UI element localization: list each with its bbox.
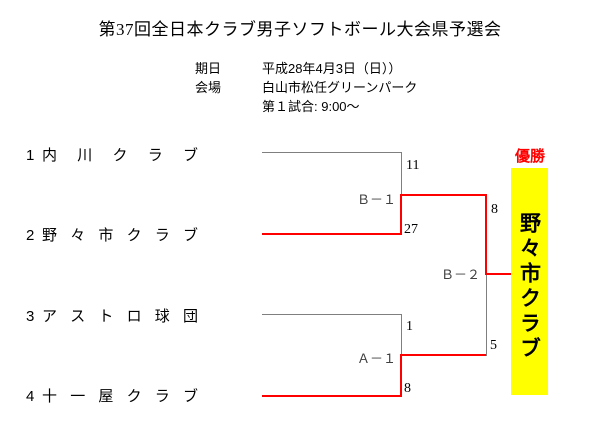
match-a1-winner-line [402, 354, 487, 356]
final-connector-bottom [486, 275, 487, 356]
team-name: 野々市クラブ [42, 227, 198, 244]
team-row: 4 十一屋クラブ [26, 388, 198, 405]
seed-number: 4 [26, 388, 35, 405]
match-b1-winner-line [402, 194, 487, 196]
champion-name: 野々市クラブ [517, 211, 542, 362]
team-row: 2 野々市クラブ [26, 227, 198, 244]
seed-number: 1 [26, 147, 35, 164]
score-final-bottom: 5 [490, 338, 497, 353]
match-a1-connector-top [401, 314, 402, 356]
seed-number: 3 [26, 308, 35, 325]
team-row: 3 アストロ球団 [26, 308, 198, 325]
score-b1-team1: 11 [406, 158, 420, 173]
final-connector-top-winner [485, 194, 487, 275]
info-value-venue: 白山市松任グリーンパーク [262, 80, 418, 95]
team1-line [262, 152, 402, 153]
event-info: 期日 平成28年4月3日（日）） 会場 白山市松任グリーンパーク 第１試合: 9… [195, 59, 417, 116]
match-label-b1: Ｂ－１ [356, 192, 396, 207]
info-label-venue: 会場 [195, 80, 222, 95]
team-name: 内川クラブ [42, 147, 198, 164]
match-a1-connector-bottom-winner [400, 354, 402, 397]
match-label-b2-final: Ｂ－２ [440, 267, 480, 282]
champion-highlight-box: 野々市クラブ [511, 168, 548, 395]
team-row: 1 内川クラブ [26, 147, 198, 164]
score-a1-team3: 1 [406, 319, 413, 334]
info-row-first-game: 第１試合: 9:00～ [195, 97, 417, 116]
team-name: アストロ球団 [42, 308, 198, 325]
team4-line-winner [262, 395, 402, 397]
score-b1-team2: 27 [404, 222, 418, 237]
page-title: 第37回全日本クラブ男子ソフトボール大会県予選会 [98, 20, 502, 39]
info-row-venue: 会場 白山市松任グリーンパーク [195, 78, 417, 97]
champion-line [485, 273, 511, 275]
info-value-date: 平成28年4月3日（日）） [262, 61, 402, 76]
match-b1-connector-top [401, 152, 402, 196]
team-name: 十一屋クラブ [42, 388, 198, 405]
match-label-a1: Ａ－１ [356, 351, 396, 366]
info-row-date: 期日 平成28年4月3日（日）） [195, 59, 417, 78]
team2-line-winner [262, 233, 402, 235]
seed-number: 2 [26, 227, 35, 244]
score-a1-team4: 8 [404, 381, 411, 396]
champion-label: 優勝 [514, 149, 545, 165]
team3-line [262, 314, 402, 315]
score-final-top: 8 [491, 202, 498, 217]
info-label-blank [195, 97, 262, 116]
info-label-date: 期日 [195, 61, 222, 76]
match-b1-connector-bottom-winner [400, 194, 402, 235]
info-value-first-game: 第１試合: 9:00～ [262, 99, 360, 114]
